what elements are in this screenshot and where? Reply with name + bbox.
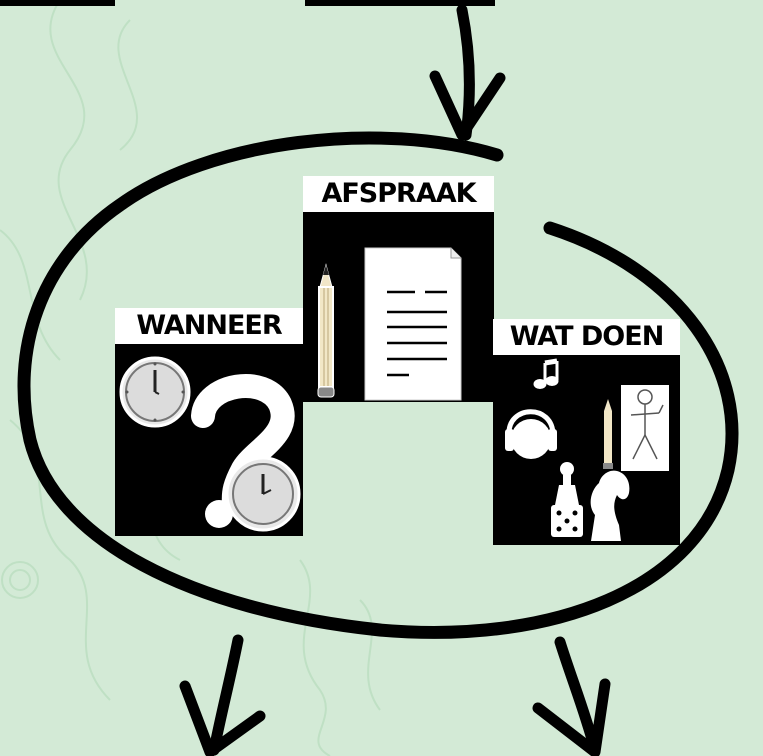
clock-question-icon: [119, 356, 301, 532]
loop-stroke: [17, 131, 739, 639]
music-note-icon: [533, 358, 559, 389]
pencil-document-icon: [317, 247, 462, 401]
wat-doen-label: WAT DOEN: [493, 319, 680, 355]
small-clock-icon: [225, 456, 301, 532]
wanneer-label: WANNEER: [115, 308, 303, 344]
afspraak-label: AFSPRAAK: [303, 176, 494, 212]
top-arrow-head: [429, 70, 506, 141]
bottom-right-arrow-head: [532, 678, 611, 756]
top-right-box-edge: [305, 0, 495, 6]
top-left-box-edge: [0, 0, 115, 6]
drawing-icon: [621, 385, 669, 471]
afspraak-card: AFSPRAAK: [303, 176, 494, 402]
small-pencil-icon: [603, 399, 613, 469]
chess-knight-icon: [590, 470, 630, 541]
activities-icon: [505, 358, 669, 541]
clock-icon: [119, 356, 191, 428]
wanneer-card: WANNEER: [115, 308, 303, 536]
bottom-left-arrow-head: [179, 680, 266, 756]
pencil-icon: [317, 263, 335, 398]
wat-doen-card: WAT DOEN: [493, 319, 680, 545]
dice-icon: [551, 505, 583, 537]
bottom-left-arrow-shaft: [208, 634, 244, 756]
document-icon: [364, 247, 462, 401]
headphones-icon: [505, 409, 557, 459]
game-pawn-icon: [555, 462, 579, 505]
